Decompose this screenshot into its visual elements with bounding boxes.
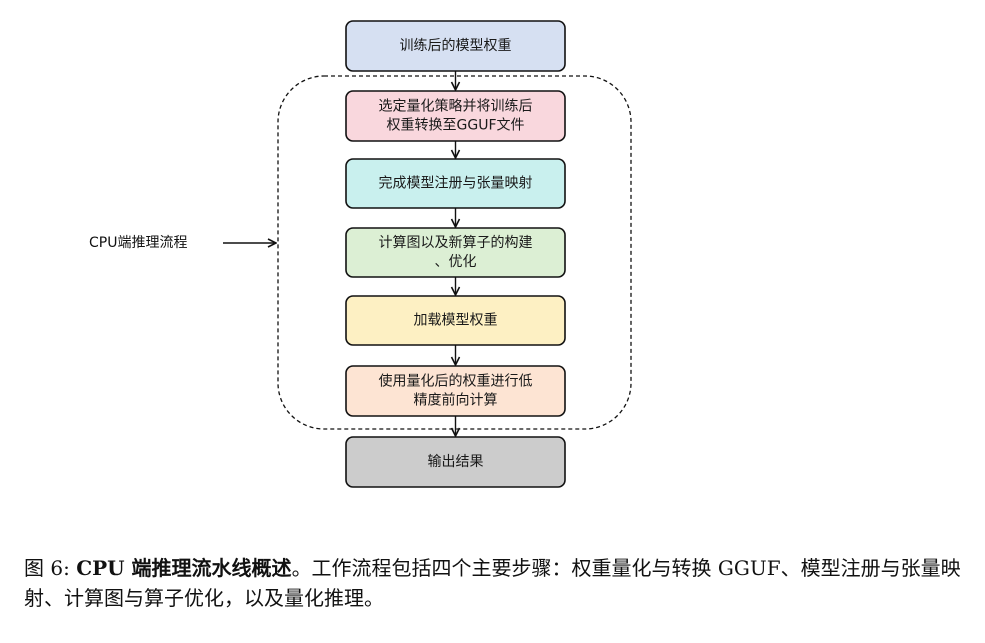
flow-node-step4: 加载模型权重 xyxy=(345,295,566,346)
flow-node-label: 完成模型注册与张量映射 xyxy=(379,176,533,192)
flow-node-label: 使用量化后的权重进行低 xyxy=(379,373,533,390)
flow-node-label: 加载模型权重 xyxy=(414,313,498,329)
flow-node-box xyxy=(345,90,566,142)
flow-node-step3: 计算图以及新算子的构建、优化 xyxy=(345,227,566,278)
flow-node-label: 选定量化策略并将训练后 xyxy=(379,98,533,115)
flow-node-label: 精度前向计算 xyxy=(414,392,498,409)
flow-node-label: 训练后的模型权重 xyxy=(400,38,512,54)
cpu-pipeline-group-border xyxy=(277,75,632,430)
flow-node-label: 计算图以及新算子的构建 xyxy=(379,235,533,251)
figure-caption: 图 6: CPU 端推理流水线概述。工作流程包括四个主要步骤：权重量化与转换 G… xyxy=(24,553,964,613)
group-label: CPU端推理流程 xyxy=(89,235,187,251)
flow-node-input: 训练后的模型权重 xyxy=(345,20,566,72)
flow-node-label: 、优化 xyxy=(435,254,477,270)
flow-node-box xyxy=(345,365,566,417)
flowchart-diagram: 训练后的模型权重选定量化策略并将训练后权重转换至GGUF文件完成模型注册与张量映… xyxy=(89,20,632,488)
flow-node-output: 输出结果 xyxy=(345,436,566,488)
flow-node-step2: 完成模型注册与张量映射 xyxy=(345,158,566,209)
flow-node-box xyxy=(345,295,566,346)
flow-node-label: 输出结果 xyxy=(428,454,484,470)
flow-node-box xyxy=(345,20,566,72)
caption-bold-title: CPU 端推理流水线概述 xyxy=(76,556,292,580)
flow-node-label: 权重转换至GGUF文件 xyxy=(387,117,525,134)
caption-prefix: 图 6: xyxy=(24,556,77,580)
caption-body: 。工作流程包括四个主要步骤：权重量化与转换 GGUF、模型注册与张量映射、计算图… xyxy=(24,556,961,610)
flow-node-box xyxy=(345,436,566,488)
flow-node-box xyxy=(345,158,566,209)
flow-node-box xyxy=(345,227,566,278)
